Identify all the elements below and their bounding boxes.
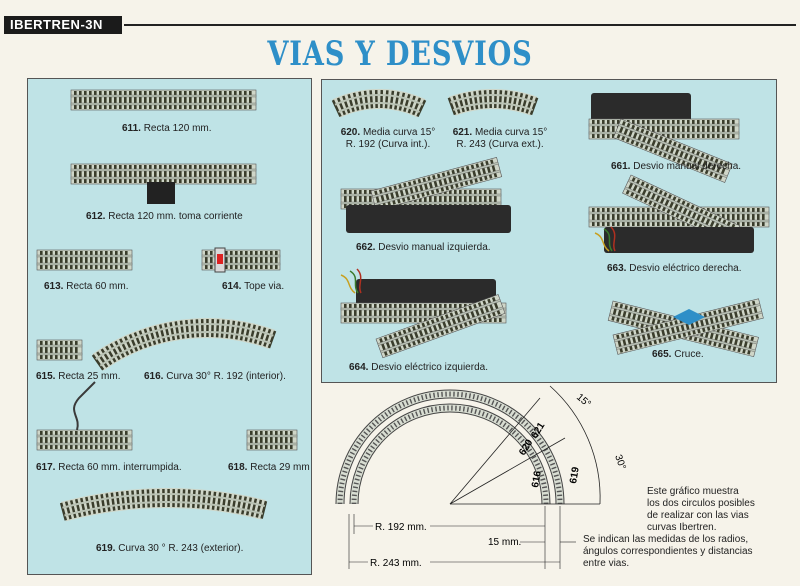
curved-track-piece: [331, 89, 427, 118]
r192-bg: [373, 519, 430, 533]
r243-label: R. 243 mm.: [370, 558, 422, 569]
turnout-661-image: [588, 93, 740, 183]
item-619-label: 619. Curva 30 ° R. 243 (exterior).: [96, 543, 244, 554]
item-618-label: 618. Recta 29 mm: [228, 462, 310, 473]
track-piece: [246, 429, 298, 451]
r243-bg: [368, 555, 430, 569]
track-613-image: [36, 249, 133, 271]
curved-track-piece: [447, 89, 539, 116]
buffer-light: [217, 254, 223, 264]
track-611-image: [70, 89, 257, 111]
curved-track-piece: [91, 318, 277, 371]
diagram-note: Este gráfico muestra los dos circulos po…: [647, 486, 755, 533]
item-620-label: 620. Media curva 15°R. 192 (Curva int.).: [340, 127, 436, 150]
track-piece: [70, 89, 257, 111]
item-617-label: 617. Recta 60 mm. interrumpida.: [36, 462, 182, 473]
track-615-image: [36, 339, 83, 361]
track-612-image: [70, 163, 257, 204]
track-619-image: [59, 488, 268, 522]
track-616-image: [91, 318, 277, 371]
track-piece: [36, 249, 133, 271]
circle-track-arcs: [335, 389, 565, 505]
interrupt-wire: [73, 381, 96, 431]
label-619: 619: [568, 466, 582, 485]
point-motor: [346, 205, 511, 233]
track-piece: [588, 118, 740, 140]
left-track-drawings: [36, 89, 298, 522]
item-615-label: 615. Recta 25 mm.: [36, 371, 121, 382]
track-618-image: [246, 429, 298, 451]
item-614-label: 614. Tope via.: [222, 281, 285, 292]
item-664-label: 664. Desvio eléctrico izquierda.: [349, 362, 488, 373]
track-617-image: [36, 381, 133, 451]
track-piece: [201, 249, 281, 271]
diagram-ring: [349, 403, 551, 505]
item-661-label: 661. Desvio manual derecha.: [611, 161, 742, 172]
track-614-image: [201, 247, 281, 273]
point-motor: [356, 279, 496, 307]
gap-label: 15 mm.: [488, 537, 521, 548]
item-665-label: 665. Cruce.: [652, 349, 704, 360]
brand-logo: IBERTREN-3N: [4, 16, 122, 34]
angle-15-label: 15°: [574, 392, 593, 410]
turnout-662-image: [340, 156, 511, 233]
turnout-663-image: [588, 174, 770, 253]
header-rule: [124, 24, 796, 26]
electric-wires: [340, 268, 362, 294]
diagram-ring: [335, 389, 565, 505]
item-613-label: 613. Recta 60 mm.: [44, 281, 129, 292]
item-612-label: 612. Recta 120 mm. toma corriente: [86, 211, 243, 222]
point-motor: [591, 93, 691, 123]
angle-ray-15: [449, 397, 541, 505]
electric-wires: [594, 226, 616, 252]
power-connector: [147, 182, 175, 204]
track-piece: [36, 339, 83, 361]
item-621-label: 621. Media curva 15°R. 243 (Curva ext.).: [452, 127, 548, 150]
point-motor: [604, 227, 754, 253]
item-611-label: 611. Recta 120 mm.: [122, 123, 212, 134]
track-piece: [375, 294, 506, 359]
track-620-image: [331, 89, 427, 118]
diagram-note-2: Se indican las medidas de los radios, án…: [583, 534, 753, 569]
track-piece: [370, 156, 503, 211]
track-piece: [70, 163, 257, 185]
r192-label: R. 192 mm.: [375, 522, 427, 533]
angle-arc: [549, 385, 601, 505]
track-621-image: [447, 89, 539, 116]
label-616: 616: [530, 470, 544, 489]
crossing-665-image: [607, 298, 764, 358]
page-title: VIAS Y DESVIOS: [267, 34, 533, 74]
right-track-drawings: [331, 89, 770, 359]
track-piece: [36, 429, 133, 451]
radius-diagram: 15° 30° 621 620 616 619 R. 192 mm. R. 24…: [335, 385, 628, 569]
angle-ray-30: [449, 437, 566, 505]
label-621: 621: [529, 420, 547, 440]
turnout-664-image: [340, 268, 507, 359]
angle-30-label: 30°: [612, 453, 628, 471]
item-663-label: 663. Desvio eléctrico derecha.: [607, 263, 742, 274]
track-piece: [613, 118, 733, 183]
crossing-frog: [673, 309, 705, 325]
item-662-label: 662. Desvio manual izquierda.: [356, 242, 491, 253]
item-616-label: 616. Curva 30° R. 192 (interior).: [144, 371, 286, 382]
curved-track-piece: [59, 488, 268, 522]
